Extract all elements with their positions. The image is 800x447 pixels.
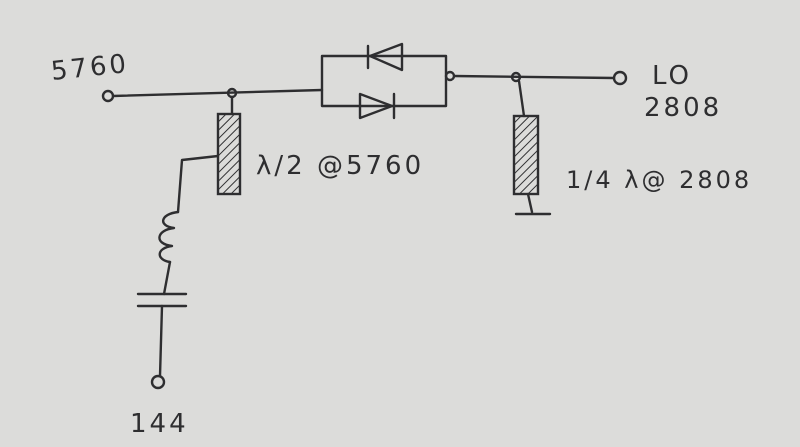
- if-port-144: [150, 374, 166, 390]
- diode-bottom-triangle: [358, 92, 394, 120]
- lo-port: [612, 70, 628, 86]
- input-port-5760: [101, 89, 115, 103]
- quarter-wave-stub: [512, 114, 540, 196]
- lo-line: [452, 74, 616, 80]
- ground-lead: [526, 192, 534, 214]
- if-wire-2: [158, 304, 164, 378]
- half-wave-stub: [216, 112, 242, 196]
- junction-right: [510, 71, 522, 83]
- label-quarter-wave-stub: 1/4 λ@ 2808: [566, 166, 752, 194]
- input-line: [111, 88, 324, 98]
- diode-top-triangle: [368, 42, 404, 72]
- label-if-freq: 144: [130, 409, 189, 439]
- label-input-freq: 5760: [50, 49, 131, 87]
- right-stub-feed: [517, 79, 526, 118]
- label-lo-freq: 2808: [644, 93, 722, 123]
- if-feed-line: [176, 154, 220, 214]
- if-inductor: [158, 210, 180, 264]
- label-lo: LO: [652, 61, 692, 91]
- diode-loop: [320, 54, 448, 108]
- label-half-wave-stub: λ/2 @5760: [256, 151, 424, 181]
- if-wire-1: [162, 260, 172, 296]
